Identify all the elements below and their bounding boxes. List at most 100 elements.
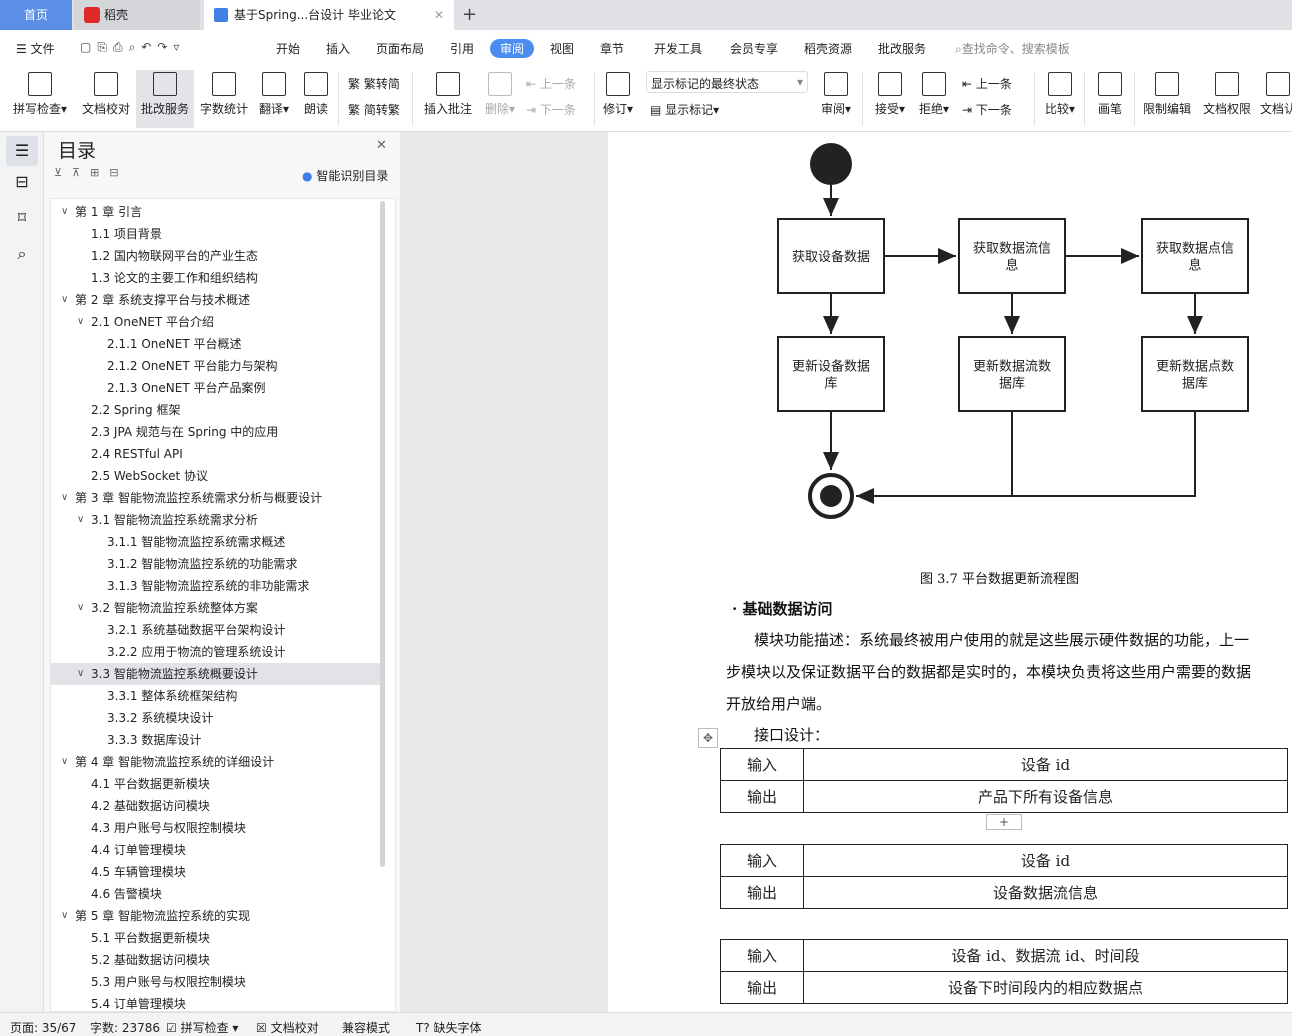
- menu-5[interactable]: 视图: [550, 42, 575, 56]
- toc-item[interactable]: ∨3.3 智能物流监控系统概要设计: [51, 663, 381, 685]
- menu-3[interactable]: 引用: [450, 42, 475, 56]
- toc-item[interactable]: ∨第 1 章 引言: [51, 201, 381, 223]
- toc-item[interactable]: 3.3.2 系统模块设计: [51, 707, 381, 729]
- pen-button[interactable]: 画笔: [1092, 72, 1128, 117]
- menu-2[interactable]: 页面布局: [376, 42, 425, 56]
- compare-button[interactable]: 比较▾: [1040, 72, 1080, 117]
- toc-item[interactable]: 4.1 平台数据更新模块: [51, 773, 381, 795]
- doc-permission-button[interactable]: 文档权限: [1200, 72, 1254, 117]
- add-row-button[interactable]: +: [986, 814, 1022, 830]
- word-count[interactable]: 字数: 23786: [90, 1021, 161, 1035]
- trad-to-simp-button[interactable]: 繁 繁转简: [348, 77, 400, 91]
- toc-item[interactable]: 4.4 订单管理模块: [51, 839, 381, 861]
- nav-tree-icon[interactable]: ⊟: [15, 172, 29, 191]
- table-cell[interactable]: 设备 id、数据流 id、时间段: [803, 939, 1288, 972]
- close-icon[interactable]: ✕: [376, 138, 387, 153]
- track-changes-button[interactable]: 修订▾: [600, 72, 636, 117]
- new-tab-button[interactable]: +: [462, 4, 478, 25]
- bookmark-icon[interactable]: ⌑: [17, 208, 27, 227]
- proof-status[interactable]: ☒ 文档校对: [256, 1021, 319, 1035]
- prev-change-button[interactable]: ⇤ 上一条: [962, 77, 1012, 91]
- chevron-down-icon[interactable]: ∨: [61, 910, 69, 921]
- table-cell[interactable]: 输入: [720, 939, 804, 972]
- toc-item[interactable]: 2.1.2 OneNET 平台能力与架构: [51, 355, 381, 377]
- command-search[interactable]: ⌕查找命令、搜索模板: [955, 42, 1070, 56]
- menu-9[interactable]: 稻壳资源: [804, 42, 853, 56]
- toc-item[interactable]: ∨2.1 OneNET 平台介绍: [51, 311, 381, 333]
- correction-service-button[interactable]: 批改服务: [136, 70, 194, 128]
- markup-state-select[interactable]: 显示标记的最终状态▾: [646, 71, 808, 93]
- menu-0[interactable]: 开始: [276, 42, 301, 56]
- toc-item[interactable]: 2.4 RESTful API: [51, 443, 381, 465]
- toc-item[interactable]: 5.3 用户账号与权限控制模块: [51, 971, 381, 993]
- simp-to-trad-button[interactable]: 繁 简转繁: [348, 103, 400, 117]
- search-icon[interactable]: ⌕: [17, 244, 27, 263]
- toc-item[interactable]: 5.2 基础数据访问模块: [51, 949, 381, 971]
- table-cell[interactable]: 输出: [720, 876, 804, 909]
- toc-item[interactable]: ∨第 3 章 智能物流监控系统需求分析与概要设计: [51, 487, 381, 509]
- toc-item[interactable]: 3.2.1 系统基础数据平台架构设计: [51, 619, 381, 641]
- doc-proof-button[interactable]: 文档校对: [78, 72, 134, 117]
- toc-item[interactable]: ∨第 2 章 系统支撑平台与技术概述: [51, 289, 381, 311]
- menu-8[interactable]: 会员专享: [730, 42, 779, 56]
- show-markup-button[interactable]: ▤ 显示标记▾: [650, 103, 720, 117]
- table-cell[interactable]: 输出: [720, 971, 804, 1004]
- next-change-button[interactable]: ⇥ 下一条: [962, 103, 1012, 117]
- toc-item[interactable]: 3.1.3 智能物流监控系统的非功能需求: [51, 575, 381, 597]
- chevron-down-icon[interactable]: ∨: [61, 206, 69, 217]
- read-aloud-button[interactable]: 朗读: [298, 72, 334, 117]
- menu-1[interactable]: 插入: [326, 42, 351, 56]
- restrict-edit-button[interactable]: 限制编辑: [1140, 72, 1194, 117]
- toc-item[interactable]: 1.3 论文的主要工作和组织结构: [51, 267, 381, 289]
- chevron-down-icon[interactable]: ∨: [61, 294, 69, 305]
- menu-10[interactable]: 批改服务: [878, 42, 927, 56]
- tab-home[interactable]: 首页: [0, 0, 72, 30]
- chevron-down-icon[interactable]: ∨: [77, 668, 85, 679]
- chevron-down-icon[interactable]: ∨: [77, 602, 85, 613]
- close-icon[interactable]: ✕: [433, 8, 444, 22]
- toc-item[interactable]: 1.1 项目背景: [51, 223, 381, 245]
- menu-7[interactable]: 开发工具: [654, 42, 703, 56]
- table-cell[interactable]: 产品下所有设备信息: [803, 780, 1288, 813]
- review-pane-button[interactable]: 审阅▾: [816, 72, 856, 117]
- toc-item[interactable]: 4.3 用户账号与权限控制模块: [51, 817, 381, 839]
- toc-panel-icon[interactable]: ☰: [6, 136, 38, 166]
- toc-item[interactable]: 2.2 Spring 框架: [51, 399, 381, 421]
- toc-item[interactable]: 2.1.3 OneNET 平台产品案例: [51, 377, 381, 399]
- prev-comment-button[interactable]: ⇤ 上一条: [526, 77, 576, 91]
- chevron-down-icon[interactable]: ∨: [61, 492, 69, 503]
- toc-item[interactable]: 5.4 订单管理模块: [51, 993, 381, 1015]
- toc-item[interactable]: ∨3.1 智能物流监控系统需求分析: [51, 509, 381, 531]
- spell-check-status[interactable]: ☑ 拼写检查 ▾: [166, 1021, 239, 1035]
- table-cell[interactable]: 输入: [720, 844, 804, 877]
- smart-toc-button[interactable]: ● 智能识别目录: [302, 169, 389, 183]
- tab-daoke[interactable]: 稻壳: [74, 0, 200, 30]
- translate-button[interactable]: 翻译▾: [254, 72, 294, 117]
- menu-4[interactable]: 审阅: [490, 39, 535, 58]
- toc-scrollbar[interactable]: [380, 201, 385, 867]
- toc-item[interactable]: 2.5 WebSocket 协议: [51, 465, 381, 487]
- toc-item[interactable]: 3.3.3 数据库设计: [51, 729, 381, 751]
- chevron-down-icon[interactable]: ∨: [77, 316, 85, 327]
- toc-level-controls[interactable]: ⊻⊼⊞⊟: [54, 166, 129, 179]
- tab-document[interactable]: 基于Spring...台设计 毕业论文✕: [204, 0, 454, 30]
- chevron-down-icon[interactable]: ∨: [77, 514, 85, 525]
- toc-item[interactable]: 4.6 告警模块: [51, 883, 381, 905]
- table-cell[interactable]: 设备下时间段内的相应数据点: [803, 971, 1288, 1004]
- toc-item[interactable]: 3.3.1 整体系统框架结构: [51, 685, 381, 707]
- spell-check-button[interactable]: 拼写检查▾: [10, 72, 70, 117]
- table-cell[interactable]: 设备数据流信息: [803, 876, 1288, 909]
- toc-item[interactable]: 2.3 JPA 规范与在 Spring 中的应用: [51, 421, 381, 443]
- toc-item[interactable]: 4.5 车辆管理模块: [51, 861, 381, 883]
- insert-comment-button[interactable]: 插入批注: [422, 72, 474, 117]
- missing-font[interactable]: T? 缺失字体: [416, 1021, 482, 1035]
- table-cell[interactable]: 输出: [720, 780, 804, 813]
- word-count-button[interactable]: 字数统计: [198, 72, 250, 117]
- table-move-handle[interactable]: ✥: [698, 728, 718, 748]
- accept-button[interactable]: 接受▾: [870, 72, 910, 117]
- table-cell[interactable]: 输入: [720, 748, 804, 781]
- file-menu[interactable]: ☰ 文件: [16, 42, 55, 56]
- menu-6[interactable]: 章节: [600, 42, 625, 56]
- toc-item[interactable]: 3.1.2 智能物流监控系统的功能需求: [51, 553, 381, 575]
- quick-access-toolbar[interactable]: ▢⎘⎙⌕↶↷▿: [80, 40, 186, 54]
